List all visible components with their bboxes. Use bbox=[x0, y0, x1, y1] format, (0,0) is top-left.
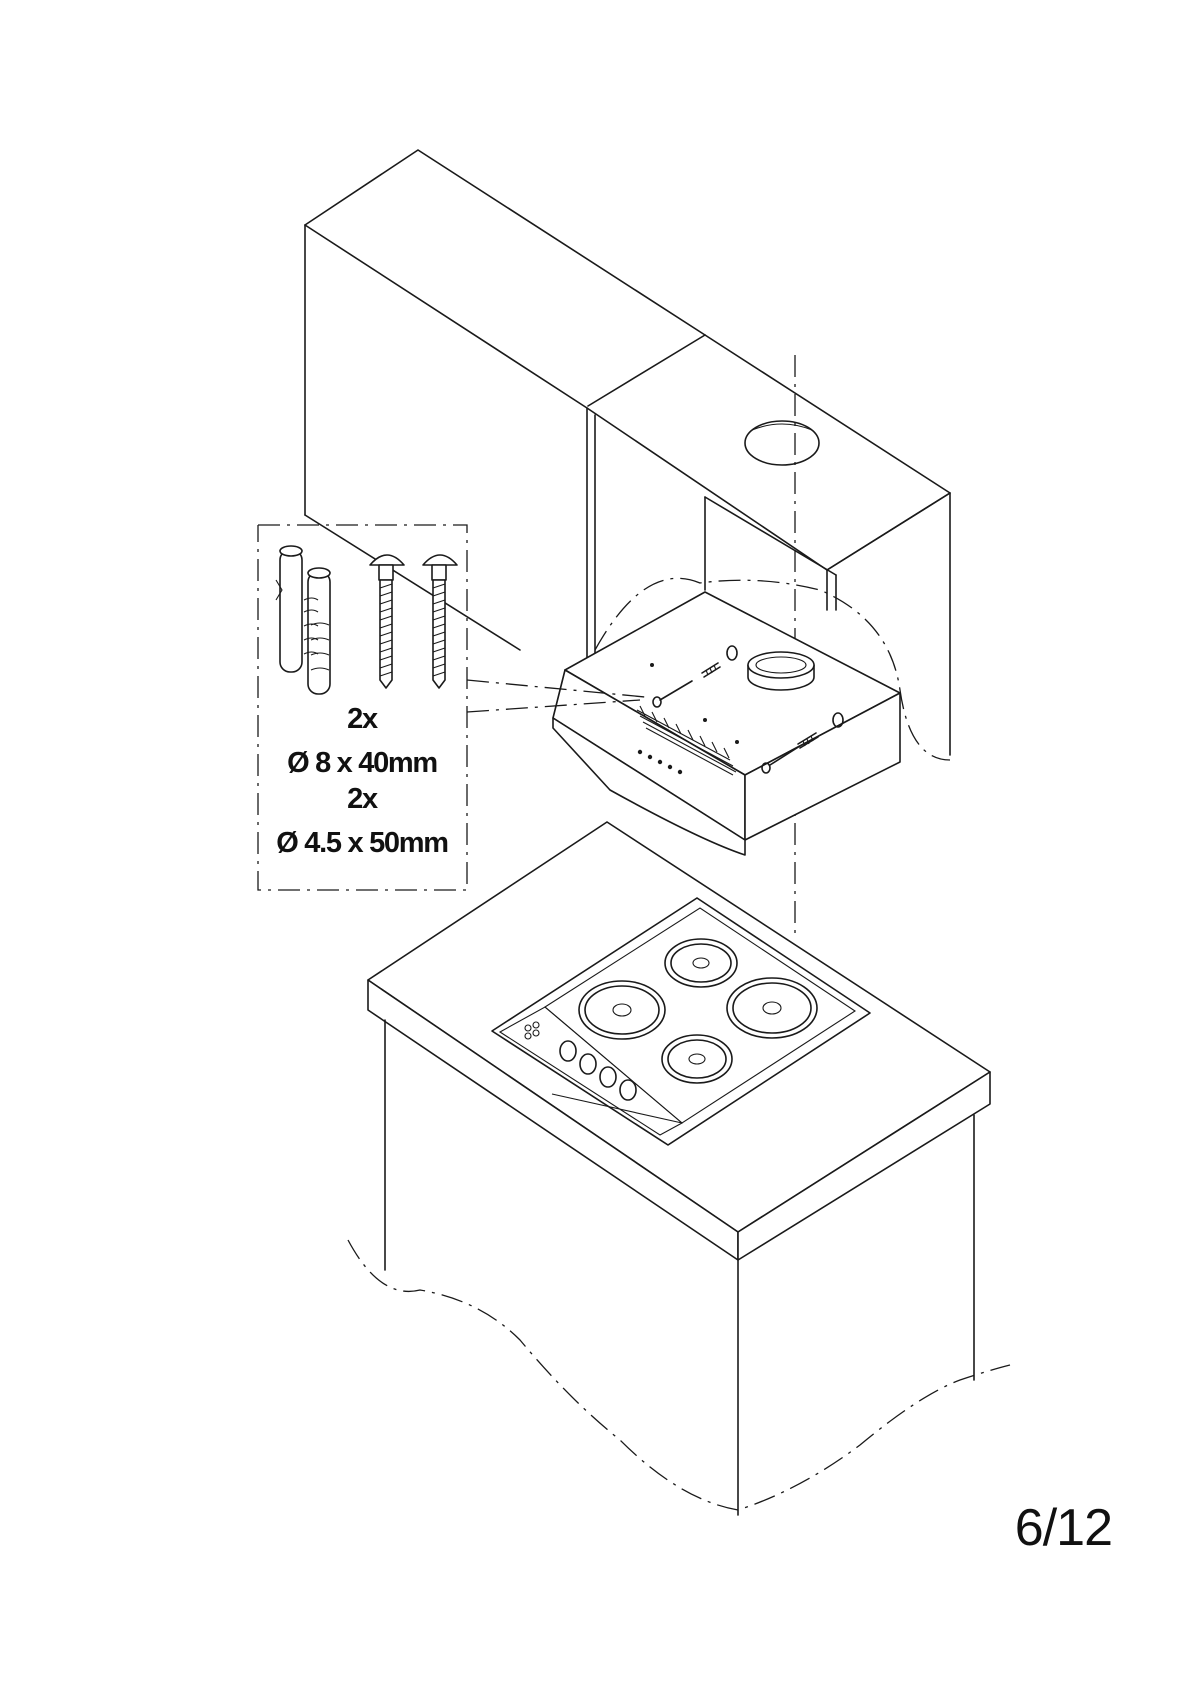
exhaust-collar bbox=[748, 652, 814, 690]
anchor-quantity-label: 2x bbox=[347, 703, 378, 735]
screw-icon bbox=[370, 555, 457, 688]
duct-hole bbox=[745, 421, 819, 465]
wall-plug-icon bbox=[276, 546, 330, 694]
anchor-size-label: Ø 8 x 40mm bbox=[287, 747, 437, 779]
range-hood bbox=[553, 592, 900, 855]
screw-quantity-label: 2x bbox=[347, 783, 378, 815]
page-number: 6/12 bbox=[1015, 1499, 1112, 1557]
base-cabinet bbox=[348, 822, 1010, 1515]
screw-size-label: Ø 4.5 x 50mm bbox=[276, 827, 447, 859]
wall-cabinet bbox=[305, 150, 705, 660]
